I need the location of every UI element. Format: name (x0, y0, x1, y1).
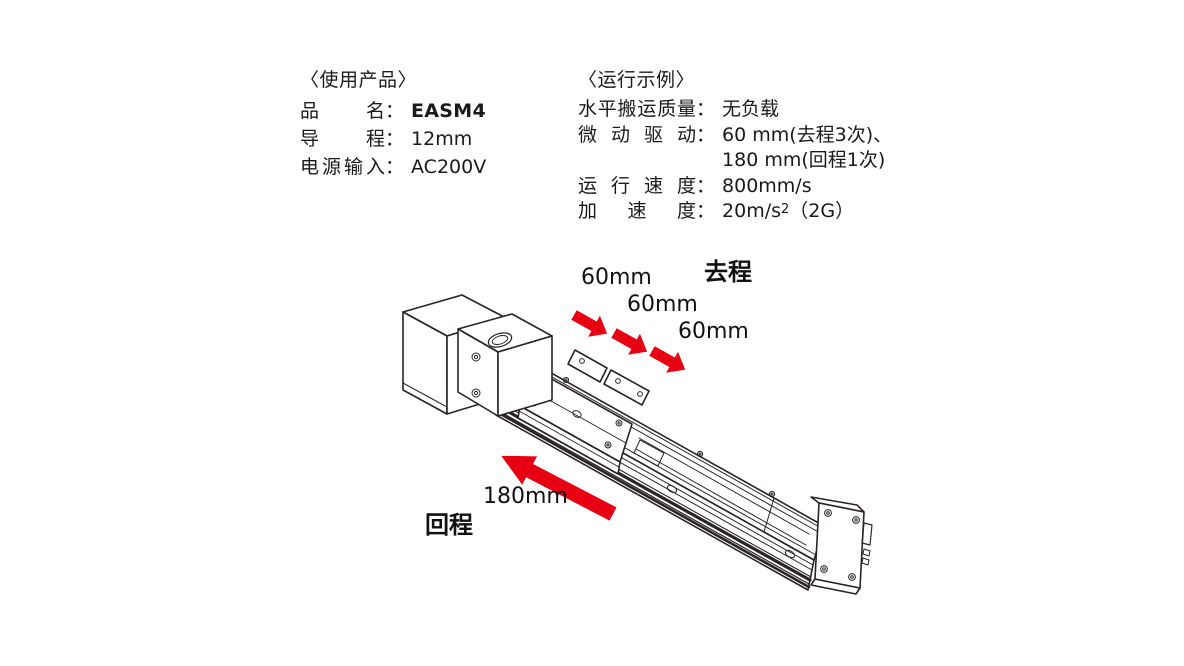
product-name-value: EASM4 (411, 100, 487, 122)
forward-title: 去程 (704, 258, 752, 286)
lead-value: 12mm (411, 128, 473, 150)
jog-label: 微动驱动 (578, 123, 696, 146)
operation-example-title: 〈运行示例〉 (578, 69, 696, 91)
forward-step-label-2: 60mm (627, 292, 698, 317)
return-title: 回程 (425, 511, 473, 539)
product-name-label: 品名 (300, 100, 385, 122)
forward-arrow-1 (571, 310, 608, 337)
forward-arrows (571, 310, 686, 373)
product-info-title: 〈使用产品〉 (300, 69, 418, 91)
load-label: 水平搬运质量 (578, 98, 696, 120)
acceleration-value: 20m/s2（2G） (722, 200, 855, 222)
connector (861, 522, 873, 546)
acceleration-row: 加速度： 20m/s2（2G） (578, 199, 892, 225)
jog-row: 微动驱动： 60 mm(去程3次)、 180 mm(回程1次) (578, 123, 892, 174)
lead-label: 导程 (300, 128, 385, 150)
acceleration-superscript: 2 (781, 202, 790, 217)
forward-arrow-2 (611, 328, 648, 355)
return-arrow (501, 455, 617, 521)
acceleration-label: 加速度 (578, 200, 696, 222)
lead-row: 导程： 12mm (300, 125, 486, 153)
speed-value: 800mm/s (722, 174, 812, 197)
forward-step-label-1: 60mm (581, 265, 652, 290)
return-step-label: 180mm (483, 484, 568, 509)
end-cap (810, 496, 873, 595)
operation-example-block: 〈运行示例〉 水平搬运质量： 无负载 微动驱动： 60 mm(去程3次)、 18… (578, 66, 892, 225)
forward-step-label-3: 60mm (678, 319, 749, 344)
sensor-blocks (567, 349, 650, 406)
gearhead (457, 313, 553, 417)
power-label: 电源输入 (300, 156, 385, 178)
power-row: 电源输入： AC200V (300, 153, 486, 181)
product-info-block: 〈使用产品〉 品名： EASM4 导程： 12mm 电源输入： AC200V (300, 66, 486, 181)
load-value: 无负载 (722, 98, 780, 120)
power-value: AC200V (411, 156, 487, 178)
product-name-row: 品名： EASM4 (300, 97, 486, 125)
forward-arrow-3 (649, 346, 686, 373)
speed-row: 运行速度： 800mm/s (578, 174, 892, 200)
jog-value: 60 mm(去程3次)、 180 mm(回程1次) (722, 123, 893, 172)
jog-value-line2: 180 mm(回程1次) (722, 149, 886, 171)
speed-label: 运行速度 (578, 174, 696, 197)
load-row: 水平搬运质量： 无负载 (578, 97, 892, 123)
